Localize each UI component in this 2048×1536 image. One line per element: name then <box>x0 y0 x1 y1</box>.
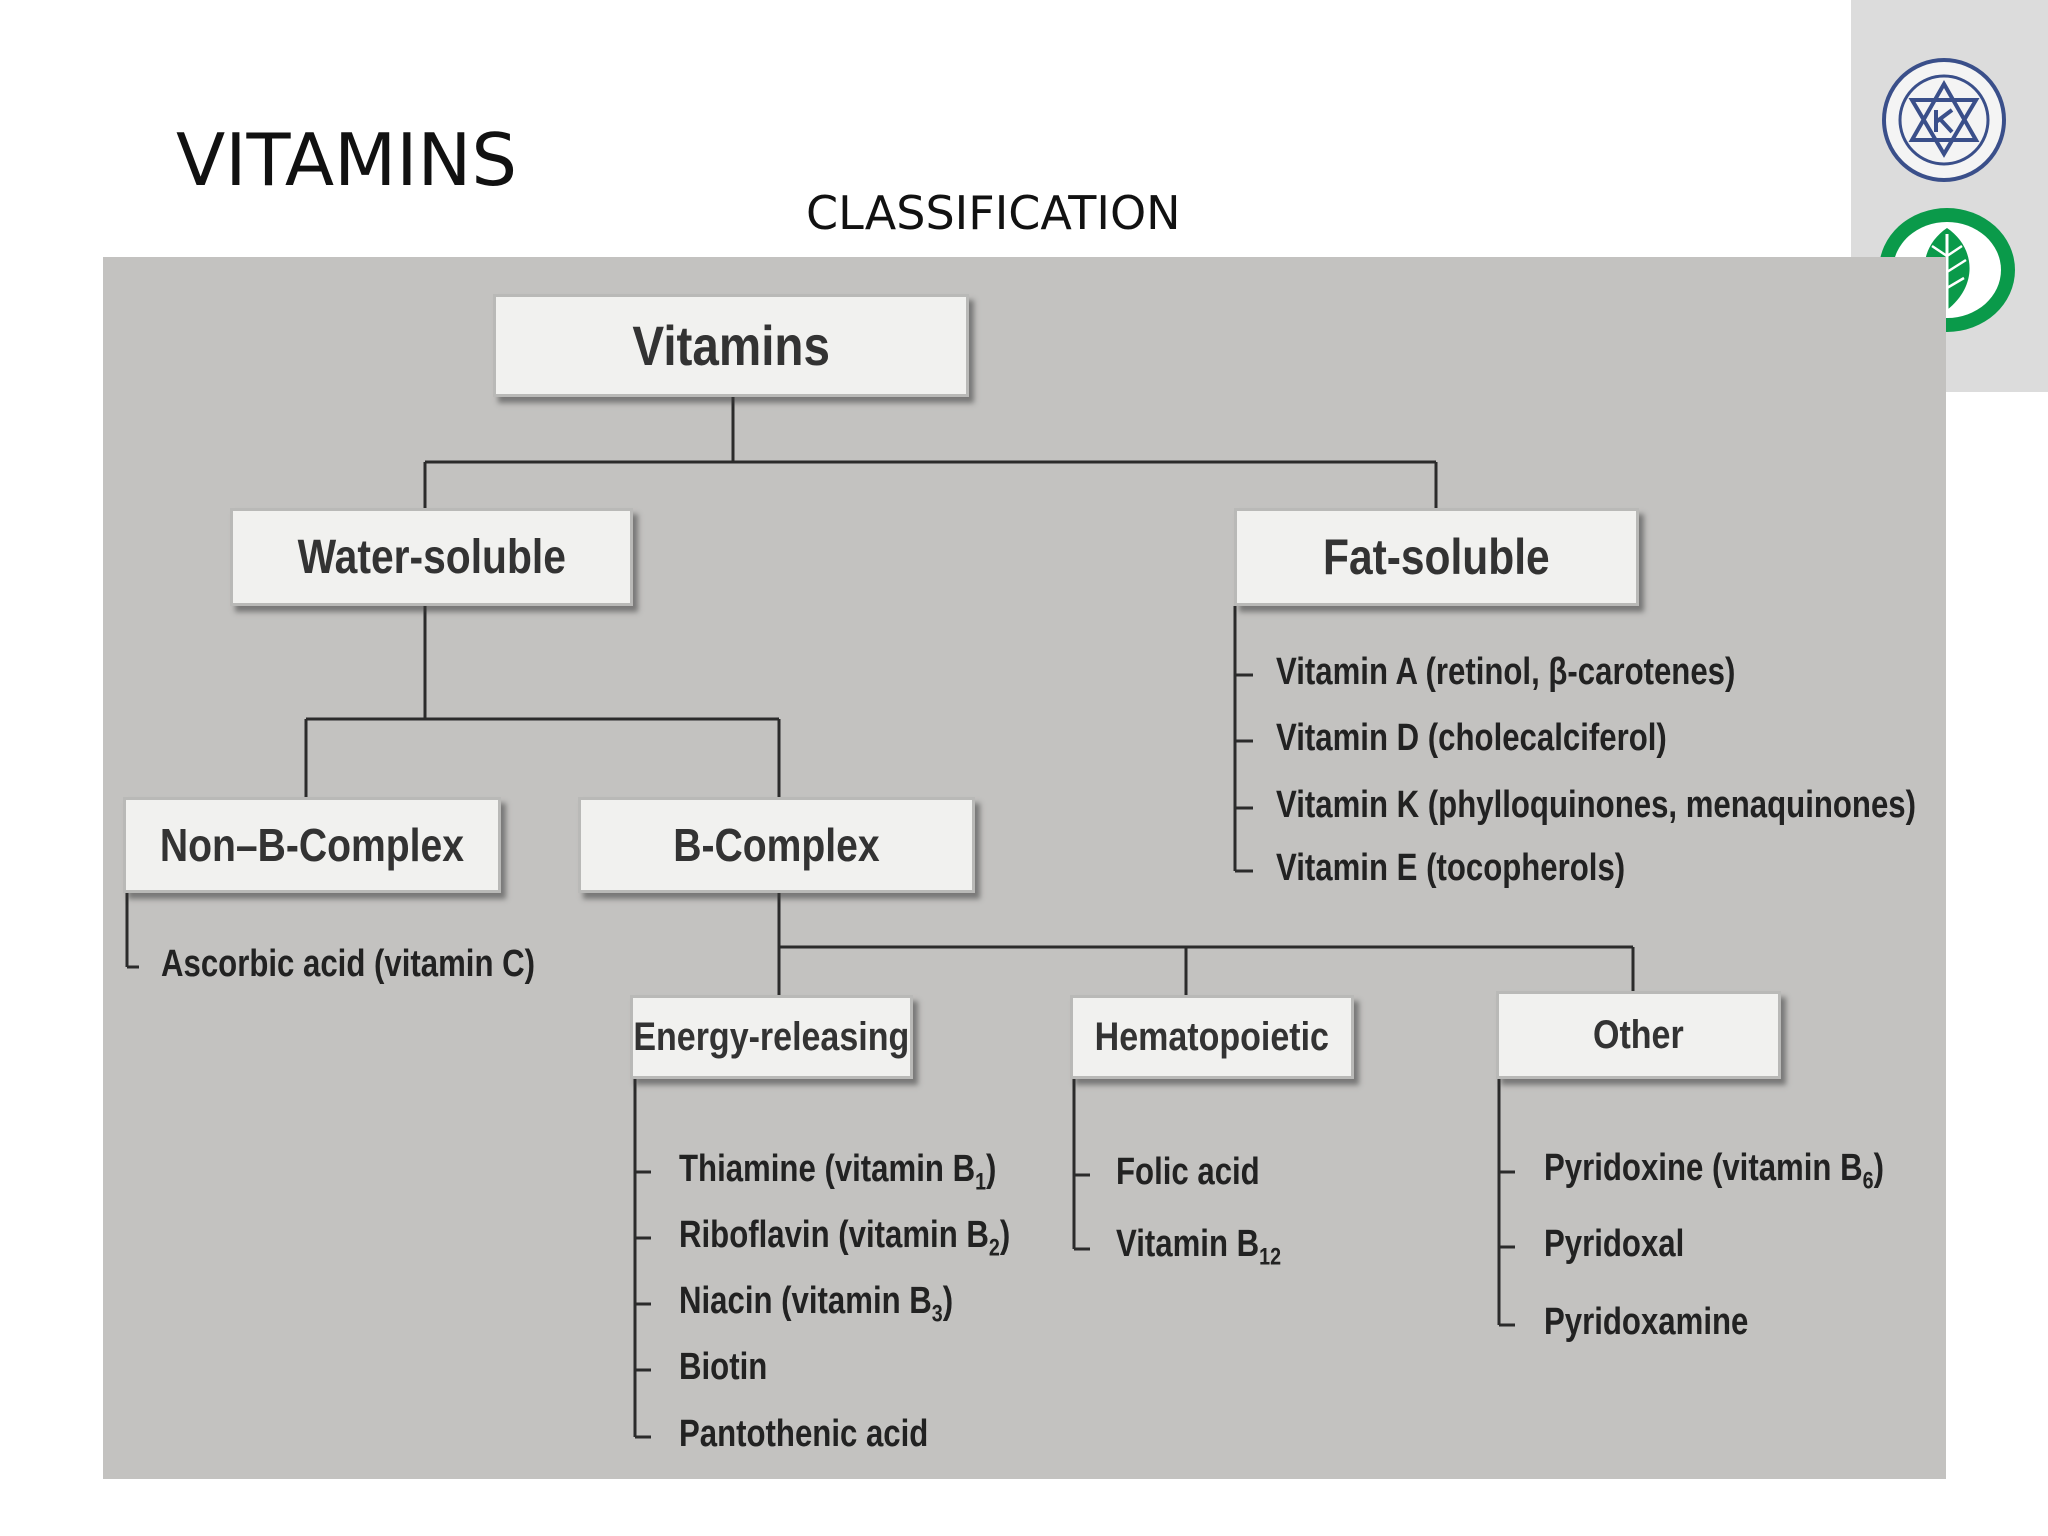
node-hematopoietic-label: Hematopoietic <box>1094 1014 1330 1059</box>
node-other: Other <box>1496 991 1781 1079</box>
node-non-b-complex-label: Non–B-Complex <box>159 819 465 871</box>
leaf-riboflavin-name: Riboflavin (vitamin B <box>679 1214 989 1256</box>
leaf-pyridoxine-sub: 6 <box>1862 1167 1874 1195</box>
leaf-vitamin-d: Vitamin D (cholecalciferol) <box>1276 717 1667 759</box>
slide-subtitle: CLASSIFICATION <box>806 186 1181 240</box>
connector-lines <box>125 397 1635 1439</box>
leaf-vitamin-k: Vitamin K (phylloquinones, menaquinones) <box>1276 784 1916 826</box>
leaf-vitamin-b12-sub: 12 <box>1259 1243 1282 1271</box>
leaf-biotin: Biotin <box>679 1346 768 1388</box>
node-b-complex-label: B-Complex <box>673 819 880 871</box>
leaf-vitamin-e: Vitamin E (tocopherols) <box>1276 847 1626 889</box>
leaf-riboflavin-suffix: ) <box>999 1214 1011 1256</box>
node-energy-releasing: Energy-releasing <box>630 995 913 1079</box>
leaf-pyridoxine-suffix: ) <box>1873 1147 1884 1189</box>
leaf-niacin: Niacin (vitamin B3) <box>679 1280 953 1329</box>
leaf-vitamin-a: Vitamin A (retinol, β-carotenes) <box>1276 651 1736 693</box>
node-vitamins: Vitamins <box>493 294 969 397</box>
leaf-ascorbic-acid: Ascorbic acid (vitamin C) <box>161 943 536 985</box>
leaf-pyridoxamine: Pyridoxamine <box>1544 1301 1749 1343</box>
leaf-niacin-sub: 3 <box>931 1300 943 1328</box>
leaf-vitamin-b12-name: Vitamin B <box>1116 1223 1260 1265</box>
slide-title: VITAMINS <box>176 118 518 202</box>
leaf-pantothenic-acid: Pantothenic acid <box>679 1413 929 1455</box>
leaf-niacin-name: Niacin (vitamin B <box>679 1280 932 1322</box>
node-water-soluble-label: Water-soluble <box>297 530 566 584</box>
university-seal-icon <box>1882 58 2006 182</box>
leaf-pyridoxine-name: Pyridoxine (vitamin B <box>1544 1147 1863 1189</box>
leaf-folic-acid: Folic acid <box>1116 1151 1260 1193</box>
node-vitamins-label: Vitamins <box>632 314 830 377</box>
node-fat-soluble: Fat-soluble <box>1234 508 1639 606</box>
leaf-thiamine-sub: 1 <box>975 1168 987 1196</box>
leaf-riboflavin-sub: 2 <box>988 1234 1000 1262</box>
node-fat-soluble-label: Fat-soluble <box>1323 529 1550 585</box>
leaf-thiamine-name: Thiamine (vitamin B <box>679 1148 976 1190</box>
node-hematopoietic: Hematopoietic <box>1070 995 1354 1079</box>
leaf-niacin-suffix: ) <box>942 1280 954 1322</box>
leaf-thiamine-suffix: ) <box>986 1148 997 1190</box>
node-other-label: Other <box>1593 1012 1684 1057</box>
node-non-b-complex: Non–B-Complex <box>123 797 501 893</box>
node-water-soluble: Water-soluble <box>230 508 633 606</box>
leaf-pyridoxal: Pyridoxal <box>1544 1223 1685 1265</box>
node-b-complex: B-Complex <box>578 797 975 893</box>
leaf-pyridoxine: Pyridoxine (vitamin B6) <box>1544 1147 1884 1196</box>
leaf-thiamine: Thiamine (vitamin B1) <box>679 1148 996 1197</box>
leaf-vitamin-b12: Vitamin B12 <box>1116 1223 1281 1272</box>
leaf-riboflavin: Riboflavin (vitamin B2) <box>679 1214 1010 1263</box>
classification-diagram: Vitamins Water-soluble Fat-soluble Non–B… <box>103 257 1946 1479</box>
node-energy-releasing-label: Energy-releasing <box>633 1014 910 1059</box>
